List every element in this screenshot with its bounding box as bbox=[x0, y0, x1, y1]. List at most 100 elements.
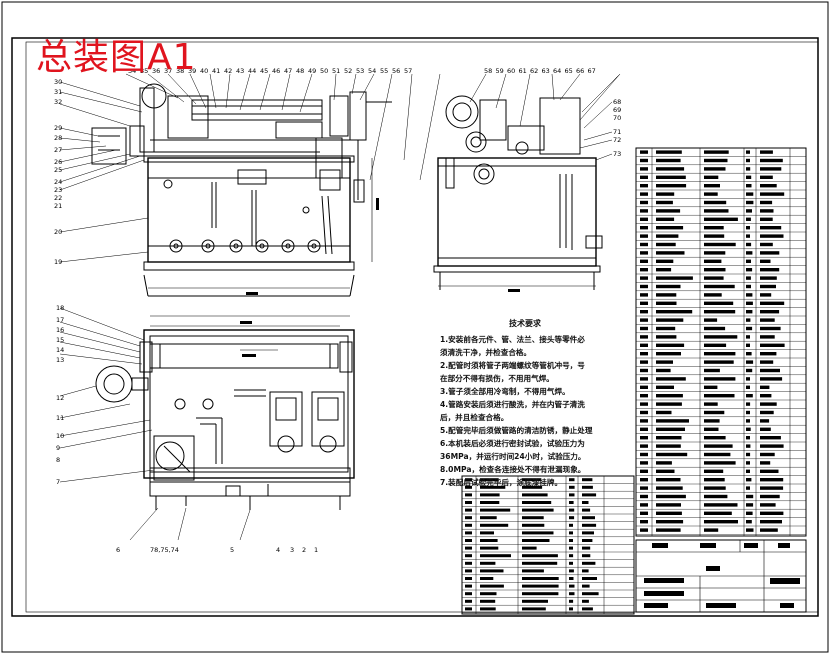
tech-note-item: 后，并且检查合格。 bbox=[440, 413, 509, 422]
callout-number: 3 bbox=[290, 546, 294, 554]
parts-cell-text bbox=[704, 436, 726, 440]
sheet-title: 总装图A1 bbox=[36, 37, 197, 78]
lower-cell-text bbox=[582, 508, 591, 512]
parts-cell-text bbox=[640, 377, 648, 381]
technical-requirements: 技术要求 1.安装前各元件、管、法兰、接头等零件必 须清洗干净，并检查合格。 2… bbox=[440, 318, 630, 489]
parts-cell-text bbox=[746, 284, 751, 289]
parts-cell-text bbox=[760, 394, 772, 398]
parts-cell-text bbox=[656, 310, 693, 314]
parts-cell-text bbox=[656, 242, 676, 247]
lower-cell-text bbox=[582, 478, 593, 482]
parts-cell-text bbox=[640, 385, 648, 389]
parts-cell-text bbox=[704, 200, 727, 205]
lower-cell-text bbox=[465, 493, 472, 497]
lower-cell-text bbox=[480, 592, 497, 596]
parts-cell-text bbox=[746, 326, 753, 331]
parts-cell-text bbox=[704, 444, 733, 448]
callout-number: 51 bbox=[332, 67, 340, 75]
parts-cell-text bbox=[704, 394, 735, 398]
callout-number: 25 bbox=[54, 166, 62, 174]
lower-cell-text bbox=[582, 569, 589, 573]
parts-cell-text bbox=[640, 251, 648, 255]
parts-cell-text bbox=[760, 259, 771, 263]
callout-number: 58 bbox=[484, 67, 492, 75]
parts-cell-text bbox=[656, 276, 693, 280]
parts-cell-text bbox=[746, 410, 750, 415]
lower-cell-text bbox=[522, 561, 558, 565]
lower-cell-text bbox=[582, 539, 593, 542]
callout-number: 4 bbox=[276, 546, 280, 554]
lower-cell-text bbox=[569, 592, 575, 596]
lower-cell-text bbox=[465, 607, 472, 611]
callout-number: 43 bbox=[236, 67, 244, 75]
parts-cell-text bbox=[640, 452, 648, 457]
parts-cell-text bbox=[704, 486, 726, 490]
parts-cell-text bbox=[760, 318, 775, 322]
parts-cell-text bbox=[704, 528, 719, 532]
callout-number: 14 bbox=[56, 346, 64, 354]
parts-cell-text bbox=[656, 444, 681, 448]
parts-cell-text bbox=[640, 503, 648, 507]
parts-cell-text bbox=[640, 217, 648, 221]
parts-cell-text bbox=[746, 276, 751, 280]
parts-cell-text bbox=[640, 478, 648, 482]
callout-number: 44 bbox=[248, 67, 256, 75]
parts-cell-text bbox=[760, 167, 782, 171]
parts-cell-text bbox=[640, 444, 648, 448]
parts-cell-text bbox=[760, 368, 780, 373]
parts-cell-text bbox=[760, 360, 774, 364]
inner-frame bbox=[11, 37, 819, 617]
lower-cell-text bbox=[522, 523, 545, 527]
tech-note-item: 8.0MPa，检查各连接处不得有泄漏现象。 bbox=[440, 465, 586, 474]
parts-cell-text bbox=[746, 301, 753, 305]
parts-cell-text bbox=[704, 520, 738, 524]
tech-note-item: 5.配管完毕后须做管路的清洁防锈，静止处理 bbox=[440, 426, 593, 435]
parts-cell-text bbox=[704, 478, 725, 482]
lower-cell-text bbox=[522, 569, 544, 573]
parts-cell-text bbox=[760, 402, 777, 406]
tech-note-item: 7.装配后试验完毕后，涂底漆挂牌。 bbox=[440, 478, 563, 487]
callout-number: 31 bbox=[54, 88, 62, 96]
parts-cell-text bbox=[640, 494, 648, 499]
lower-cell-text bbox=[480, 523, 509, 527]
callout-number: 17 bbox=[56, 316, 64, 324]
callout-number: 23 bbox=[54, 186, 62, 194]
parts-cell-text bbox=[746, 469, 750, 473]
parts-cell-text bbox=[746, 419, 750, 423]
lower-cell-text bbox=[480, 561, 496, 565]
callout-number: 26 bbox=[54, 158, 62, 166]
parts-list-lower bbox=[461, 475, 635, 615]
lower-cell-text bbox=[582, 485, 593, 489]
parts-cell-text bbox=[656, 419, 689, 423]
lower-cell-text bbox=[522, 584, 559, 588]
callout-number: 69 bbox=[613, 106, 621, 114]
parts-cell-text bbox=[640, 234, 648, 238]
parts-cell-text bbox=[760, 494, 780, 499]
parts-cell-text bbox=[640, 301, 648, 305]
parts-cell-text bbox=[656, 209, 681, 213]
parts-cell-text bbox=[704, 318, 718, 322]
lower-cell-text bbox=[522, 516, 544, 520]
tech-note-item: 2.配管时须将管子两端螺纹等管机冲号，号 bbox=[440, 361, 585, 370]
lower-cell-text bbox=[522, 493, 548, 497]
parts-cell-text bbox=[656, 301, 677, 305]
lower-cell-text bbox=[569, 531, 573, 535]
callout-number: 63 bbox=[542, 67, 550, 75]
lower-cell-text bbox=[569, 554, 574, 558]
parts-cell-text bbox=[640, 209, 648, 213]
parts-cell-text bbox=[760, 209, 774, 213]
parts-list-rows bbox=[636, 156, 806, 535]
parts-cell-text bbox=[656, 436, 682, 440]
parts-cell-text bbox=[704, 301, 734, 305]
tech-note-item: 1.安装前各元件、管、法兰、接头等零件必 bbox=[440, 335, 585, 344]
callout-number: 6 bbox=[116, 546, 120, 554]
lower-cell-text bbox=[465, 478, 472, 482]
parts-cell-text bbox=[704, 461, 736, 465]
lower-cell-text bbox=[569, 508, 575, 512]
parts-cell-text bbox=[704, 360, 734, 364]
parts-cell-text bbox=[640, 326, 648, 331]
parts-cell-text bbox=[746, 436, 750, 440]
parts-cell-text bbox=[640, 368, 648, 373]
